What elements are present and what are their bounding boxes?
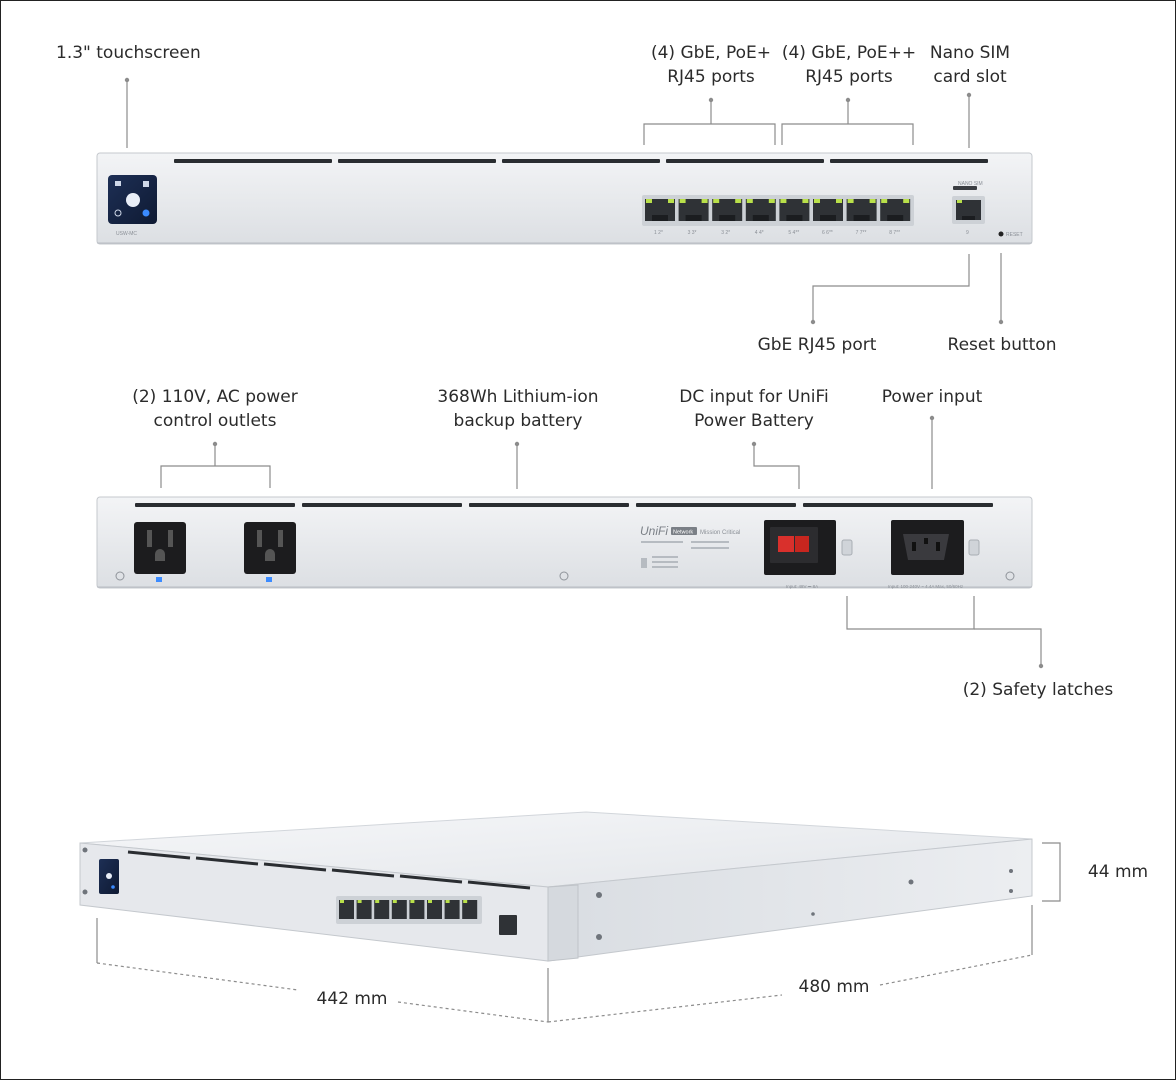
dc-label-line1: DC input for UniFi bbox=[679, 387, 829, 407]
rj45-port bbox=[813, 199, 843, 221]
port-number: 7 7** bbox=[856, 230, 867, 236]
rj45-port bbox=[880, 199, 911, 221]
rj45-port bbox=[678, 199, 709, 221]
dc-spec: Input: 48V ⎓ 8A bbox=[786, 584, 818, 589]
width-dimension: 442 mm bbox=[316, 989, 388, 1009]
perspective-rj45-port bbox=[427, 900, 442, 919]
port-number: 6 6** bbox=[822, 230, 833, 236]
perspective-view bbox=[79, 811, 1033, 962]
wan-port bbox=[952, 196, 985, 224]
rear-leader-dots bbox=[212, 415, 1044, 669]
poe-plus-label-line2: RJ45 ports bbox=[667, 67, 755, 87]
poe-plus-label-line1: (4) GbE, PoE+ bbox=[650, 43, 772, 63]
port-block bbox=[642, 195, 914, 226]
power-input-label: Power input bbox=[881, 387, 983, 407]
rear-vents bbox=[135, 503, 993, 507]
sim-slot-text: NANO SIM bbox=[958, 181, 983, 187]
outlets-label-line2: control outlets bbox=[153, 411, 277, 431]
perspective-rj45-port bbox=[462, 900, 478, 919]
battery-label-line1: 368Wh Lithium-ion bbox=[437, 387, 599, 407]
safety-latch-1 bbox=[841, 539, 853, 556]
wan-port-number: 9 bbox=[966, 230, 969, 236]
ac-outlet-1 bbox=[134, 522, 186, 582]
rj45-port bbox=[645, 199, 675, 221]
battery-label: 368Wh Lithium-ion backup battery bbox=[423, 385, 613, 433]
perspective-rj45-port bbox=[409, 900, 425, 919]
brand-block: UniFi Network Mission Critical bbox=[640, 524, 740, 568]
rear-panel: UniFi Network Mission Critical Input: 48… bbox=[96, 496, 1033, 589]
rj45-port bbox=[846, 199, 877, 221]
product-text: Mission Critical bbox=[700, 530, 740, 536]
perspective-rj45-port bbox=[356, 900, 372, 919]
ac-spec: Input: 100-240V ~ 4.4A Max, 50/60Hz bbox=[888, 584, 964, 589]
front-port-numbers: 1 2* 3 3* 3 2* 4 4* 5 4** 6 6** 7 7** 8 7** bbox=[654, 230, 900, 236]
front-leader-dots bbox=[124, 77, 1004, 325]
poe-plusplus-label-line2: RJ45 ports bbox=[805, 67, 893, 87]
perspective-rj45-port bbox=[339, 900, 354, 919]
perspective-rj45-port bbox=[391, 900, 407, 919]
front-ports bbox=[645, 199, 911, 221]
port-number: 5 4** bbox=[788, 230, 799, 236]
model-badge: USW-MC bbox=[116, 231, 137, 237]
rj45-port bbox=[779, 199, 810, 221]
safety-latch-2 bbox=[968, 539, 980, 556]
rear-leader-lines bbox=[160, 418, 1042, 666]
brand-text: UniFi bbox=[640, 524, 668, 538]
poe-plusplus-label: (4) GbE, PoE++ RJ45 ports bbox=[776, 41, 922, 89]
dc-input: Input: 48V ⎓ 8A bbox=[764, 520, 836, 589]
rear-screws bbox=[115, 571, 1015, 581]
gbe-port-label: GbE RJ45 port bbox=[757, 335, 877, 355]
touchscreen bbox=[108, 175, 157, 224]
touchscreen-label: 1.3" touchscreen bbox=[56, 43, 201, 63]
front-vents bbox=[174, 159, 988, 163]
reset-button bbox=[998, 231, 1004, 237]
brand-tag: Network bbox=[673, 530, 693, 536]
rj45-port bbox=[745, 199, 776, 221]
port-number: 4 4* bbox=[755, 230, 764, 236]
port-number: 8 7** bbox=[889, 230, 900, 236]
battery-label-line2: backup battery bbox=[453, 411, 583, 431]
power-input: Input: 100-240V ~ 4.4A Max, 50/60Hz bbox=[888, 520, 964, 589]
ac-outlet-2 bbox=[244, 522, 296, 582]
sim-label: Nano SIM card slot bbox=[922, 41, 1018, 89]
reset-text: RESET bbox=[1006, 232, 1023, 238]
poe-plus-label: (4) GbE, PoE+ RJ45 ports bbox=[641, 41, 781, 89]
perspective-wan-port bbox=[499, 915, 517, 935]
depth-dimension: 480 mm bbox=[798, 977, 870, 997]
perspective-rj45-port bbox=[444, 900, 460, 919]
dc-label-line2: Power Battery bbox=[694, 411, 814, 431]
front-leader-lines bbox=[126, 80, 1002, 322]
dimension-lines bbox=[96, 842, 1061, 1022]
port-number: 1 2* bbox=[654, 230, 663, 236]
outlets-label: (2) 110V, AC power control outlets bbox=[120, 385, 310, 433]
perspective-rj45-port bbox=[374, 900, 390, 919]
perspective-ports bbox=[339, 900, 478, 919]
port-number: 3 3* bbox=[688, 230, 697, 236]
dimension-dashed bbox=[96, 954, 1033, 1023]
port-number: 3 2* bbox=[721, 230, 730, 236]
sim-slot bbox=[953, 186, 977, 190]
safety-latches-label: (2) Safety latches bbox=[962, 680, 1114, 700]
sim-label-line1: Nano SIM bbox=[929, 43, 1011, 63]
front-panel: USW-MC 1 2* 3 3* 3 2* 4 4* 5 4** 6 6** 7 7** 8 … bbox=[96, 152, 1033, 245]
poe-plusplus-label-line1: (4) GbE, PoE++ bbox=[781, 43, 917, 63]
rj45-port bbox=[712, 199, 743, 221]
outlets-label-line1: (2) 110V, AC power bbox=[132, 387, 298, 407]
reset-label: Reset button bbox=[947, 335, 1057, 355]
perspective-vents bbox=[127, 850, 531, 890]
sim-label-line2: card slot bbox=[933, 67, 1007, 87]
dc-input-label: DC input for UniFi Power Battery bbox=[664, 385, 844, 433]
height-dimension: 44 mm bbox=[1087, 862, 1149, 882]
